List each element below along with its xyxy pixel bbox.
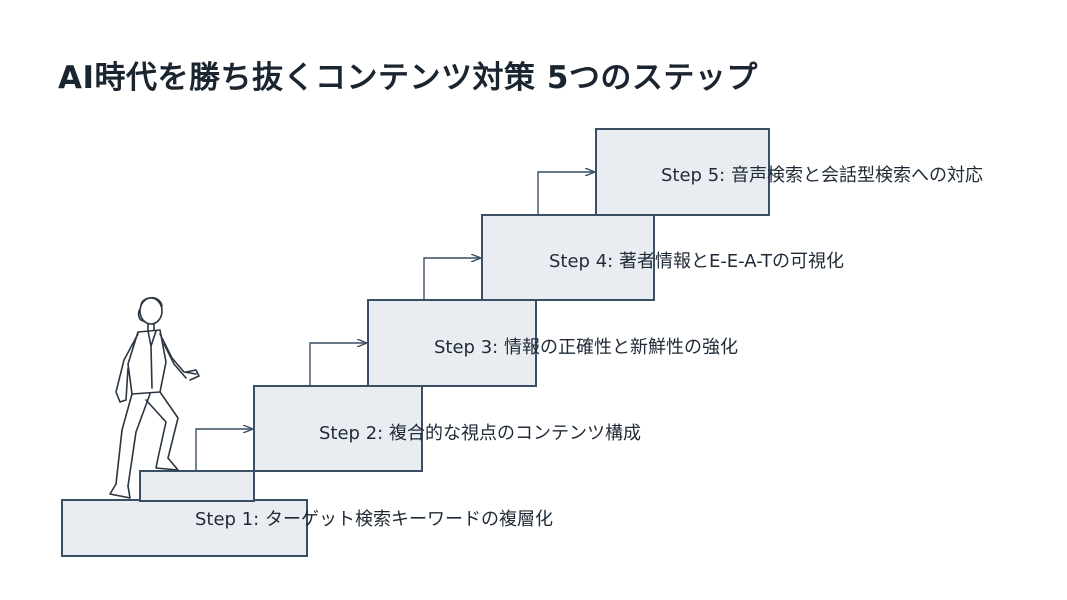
arrow-step-2-to-3 [309, 343, 366, 386]
step-label-4: Step 4: 著者情報とE-E-A-Tの可視化 [549, 251, 845, 272]
page-title: AI時代を勝ち抜くコンテンツ対策 5つのステップ [58, 60, 758, 96]
step-arrows [195, 172, 594, 471]
businesswoman-climbing-icon [109, 296, 200, 499]
stair-box-step-1-riser [139, 470, 255, 502]
stair-box-step-1 [61, 499, 308, 557]
stair-box-step-2 [253, 385, 423, 472]
arrow-step-1-to-2 [195, 429, 252, 471]
stair-box-step-3 [367, 299, 537, 387]
stair-box-step-5 [595, 128, 770, 216]
arrow-step-3-to-4 [423, 258, 480, 300]
step-label-1: Step 1: ターゲット検索キーワードの複層化 [195, 509, 553, 530]
step-label-5: Step 5: 音声検索と会話型検索への対応 [661, 165, 983, 186]
step-label-3: Step 3: 情報の正確性と新鮮性の強化 [434, 337, 738, 358]
stair-steps [61, 128, 770, 557]
arrow-step-4-to-5 [537, 172, 594, 215]
step-label-2: Step 2: 複合的な視点のコンテンツ構成 [319, 423, 641, 444]
stair-box-step-4 [481, 214, 655, 301]
